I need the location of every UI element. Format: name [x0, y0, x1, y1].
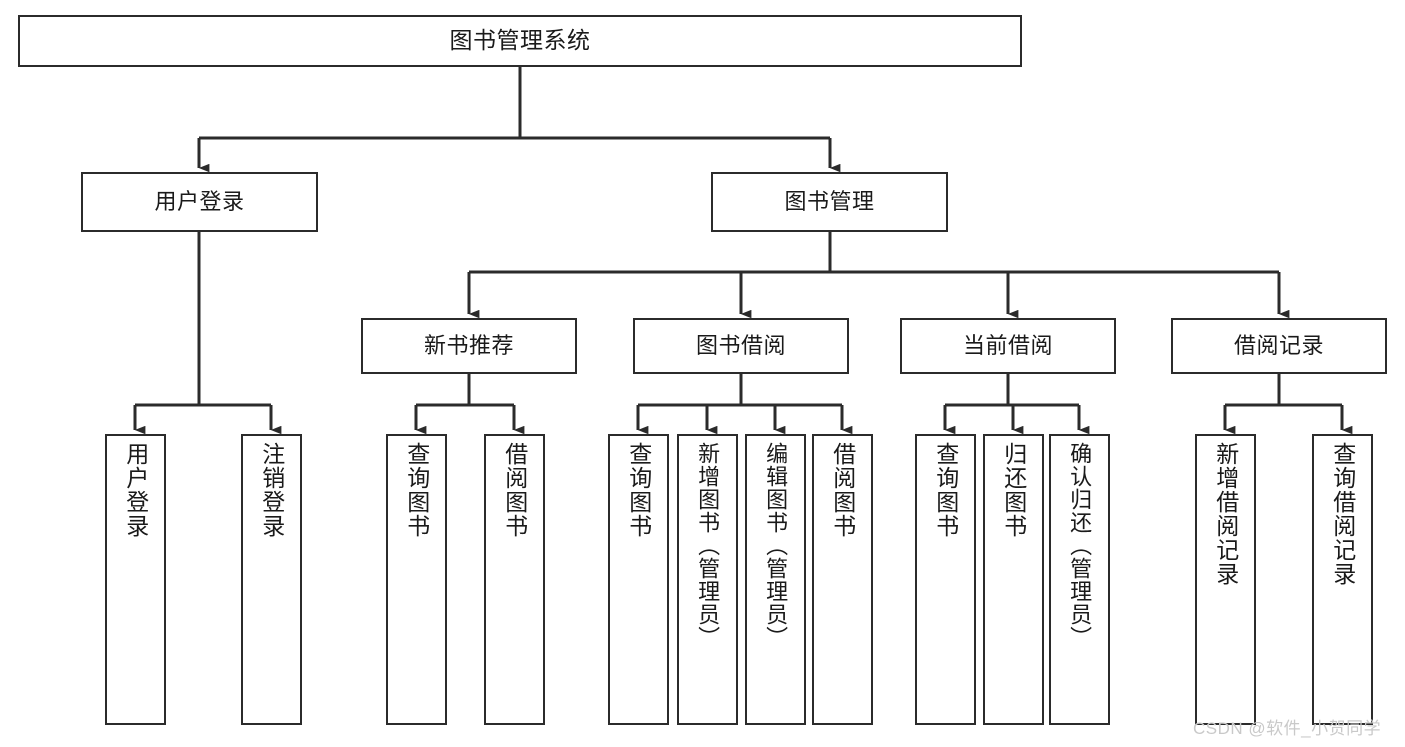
- node-label: 用户登录: [122, 442, 149, 538]
- leaf-query-book-newbook[interactable]: 查询图书: [386, 434, 447, 725]
- leaf-borrow-book[interactable]: 借阅图书: [812, 434, 873, 725]
- leaf-query-book-current[interactable]: 查询图书: [915, 434, 976, 725]
- node-label: 用户登录: [154, 188, 245, 214]
- node-borrow-record[interactable]: 借阅记录: [1171, 318, 1387, 374]
- node-label: 借阅图书: [829, 442, 856, 538]
- node-book-borrow[interactable]: 图书借阅: [633, 318, 849, 374]
- node-label: 图书借阅: [695, 332, 786, 358]
- leaf-user-login[interactable]: 用户登录: [105, 434, 166, 725]
- node-label: 图书管理: [784, 188, 875, 214]
- node-label: 新增图书（管理员）: [695, 442, 721, 649]
- csdn-watermark: CSDN @软件_小贺同学: [1193, 719, 1382, 738]
- leaf-query-borrow-record[interactable]: 查询借阅记录: [1312, 434, 1373, 725]
- node-root-system[interactable]: 图书管理系统: [18, 15, 1022, 67]
- node-label: 查询借阅记录: [1329, 442, 1356, 586]
- node-label: 查询图书: [932, 442, 959, 538]
- node-current-borrow[interactable]: 当前借阅: [900, 318, 1116, 374]
- node-label: 借阅记录: [1233, 332, 1324, 358]
- leaf-query-book-borrow[interactable]: 查询图书: [608, 434, 669, 725]
- leaf-confirm-return-admin[interactable]: 确认归还（管理员）: [1049, 434, 1110, 725]
- node-label: 编辑图书（管理员）: [763, 442, 789, 649]
- node-label: 借阅图书: [501, 442, 528, 538]
- leaf-add-borrow-record[interactable]: 新增借阅记录: [1195, 434, 1256, 725]
- node-label: 确认归还（管理员）: [1067, 442, 1093, 649]
- node-label: 新增借阅记录: [1212, 442, 1239, 586]
- node-user-login[interactable]: 用户登录: [81, 172, 318, 232]
- node-label: 图书管理系统: [449, 27, 591, 54]
- node-label: 归还图书: [1000, 442, 1027, 538]
- node-label: 查询图书: [403, 442, 430, 538]
- leaf-add-book-admin[interactable]: 新增图书（管理员）: [677, 434, 738, 725]
- leaf-borrow-book-newbook[interactable]: 借阅图书: [484, 434, 545, 725]
- node-new-book-recommend[interactable]: 新书推荐: [361, 318, 577, 374]
- node-book-management[interactable]: 图书管理: [711, 172, 948, 232]
- leaf-return-book[interactable]: 归还图书: [983, 434, 1044, 725]
- leaf-logout[interactable]: 注销登录: [241, 434, 302, 725]
- node-label: 当前借阅: [962, 332, 1053, 358]
- leaf-edit-book-admin[interactable]: 编辑图书（管理员）: [745, 434, 806, 725]
- node-label: 新书推荐: [423, 332, 514, 358]
- node-label: 注销登录: [258, 442, 285, 538]
- node-label: 查询图书: [625, 442, 652, 538]
